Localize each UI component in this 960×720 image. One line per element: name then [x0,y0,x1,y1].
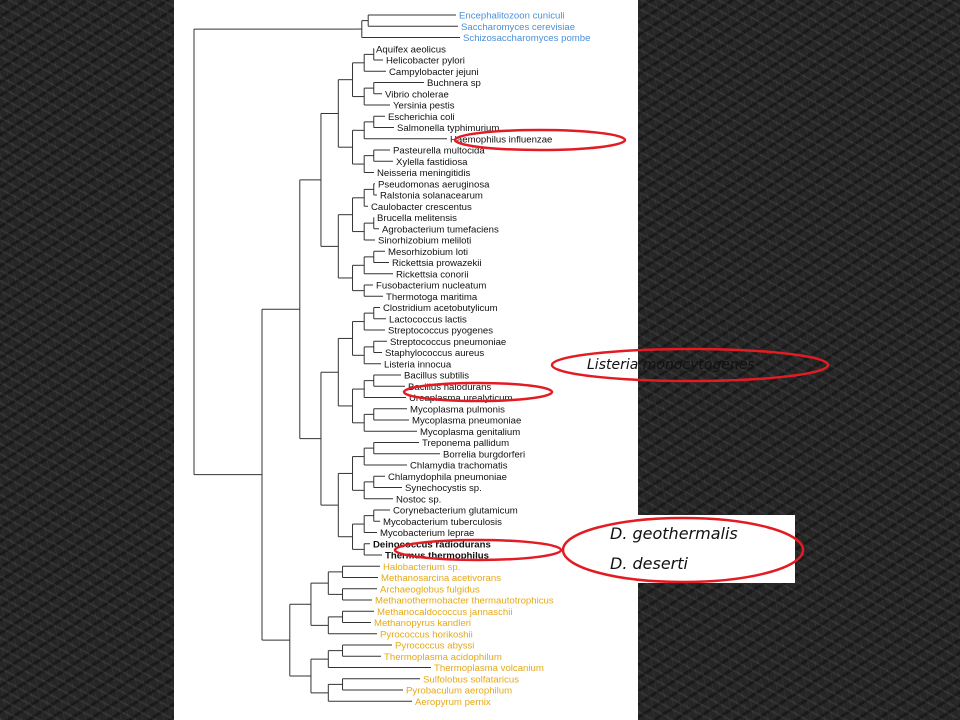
taxon-label: Lactococcus lactis [389,314,467,325]
taxon-label: Listeria innocua [384,359,452,370]
taxon-label: Chlamydia trachomatis [410,461,508,472]
taxon-label: Sulfolobus solfataricus [423,674,519,685]
taxon-label: Nostoc sp. [396,494,441,505]
taxon-label: Mycoplasma pulmonis [410,404,505,415]
taxon-label: Ralstonia solanacearum [380,191,483,202]
taxon-label: Haemophilus influenzae [450,134,552,145]
taxon-label: Yersinia pestis [393,101,455,112]
taxon-label: Synechocystis sp. [405,483,482,494]
taxon-label: Mycobacterium leprae [380,528,474,539]
taxon-label: Methanopyrus kandleri [374,618,471,629]
tree-branches [193,14,460,702]
taxon-label: Methanocaldococcus jannaschii [377,607,512,618]
taxon-label: Brucella melitensis [377,213,457,224]
taxon-label: Rickettsia prowazekii [392,258,482,269]
taxon-label: Xylella fastidiosa [396,157,468,168]
taxon-label: Pyrococcus abyssi [395,641,474,652]
taxon-label: Mycoplasma pneumoniae [412,416,521,427]
taxon-label: Buchnera sp [427,78,481,89]
taxon-label: Thermoplasma acidophilum [384,652,502,663]
taxon-label: Encephalitozoon cuniculi [459,11,565,22]
taxon-label: Aeropyrum pernix [415,697,491,708]
taxon-label: Mesorhizobium loti [388,247,468,258]
taxon-label: Corynebacterium glutamicum [393,506,518,517]
taxon-label: Salmonella typhimurium [397,123,499,134]
listeria-callout-label: Listeria monocytogenes [587,357,755,373]
taxon-label: Thermotoga maritima [386,292,478,303]
taxon-label: Methanosarcina acetivorans [381,573,501,584]
taxon-label: Pyrococcus horikoshii [380,629,473,640]
callout-species-2: D. deserti [610,554,688,573]
taxon-label: Streptococcus pyogenes [388,326,493,337]
callout-species-1: D. geothermalis [610,524,738,543]
taxon-label: Pasteurella multocida [393,146,485,157]
taxon-label: Halobacterium sp. [383,562,460,573]
taxon-label: Pyrobaculum aerophilum [406,686,512,697]
deinococcus-callout-box: D. geothermalis D. deserti [597,515,795,583]
taxon-label: Thermoplasma volcanium [434,663,544,674]
taxon-label: Clostridium acetobutylicum [383,303,498,314]
taxon-label: Methanothermobacter thermautotrophicus [375,596,554,607]
taxon-label: Bacillus halodurans [408,382,491,393]
taxon-label: Streptococcus pneumoniae [390,337,506,348]
taxon-label: Ureaplasma urealyticum [409,393,512,404]
taxon-label: Bacillus subtilis [404,371,469,382]
taxon-label: Treponema pallidum [422,438,509,449]
taxon-label: Fusobacterium nucleatum [376,281,486,292]
taxon-label: Deinococcus radiodurans [373,539,491,550]
taxon-label: Vibrio cholerae [385,89,449,100]
taxon-label: Archaeoglobus fulgidus [380,584,480,595]
taxon-label: Mycobacterium tuberculosis [383,517,502,528]
taxon-label: Caulobacter crescentus [371,202,472,213]
taxon-label: Rickettsia conorii [396,269,469,280]
taxon-label: Saccharomyces cerevisiae [461,22,575,33]
taxon-label: Aquifex aeolicus [376,44,446,55]
taxon-label: Escherichia coli [388,112,455,123]
taxon-label: Sinorhizobium meliloti [378,236,471,247]
taxon-label: Schizosaccharomyces pombe [463,33,590,44]
taxon-label: Borrelia burgdorferi [443,449,525,460]
taxon-label: Chlamydophila pneumoniae [388,472,507,483]
taxon-label: Mycoplasma genitalium [420,427,520,438]
taxon-label: Neisseria meningitidis [377,168,471,179]
taxon-label: Campylobacter jejuni [389,67,479,78]
taxon-label: Pseudomonas aeruginosa [378,179,490,190]
taxon-label: Helicobacter pylori [386,56,465,67]
taxon-label: Staphylococcus aureus [385,348,484,359]
taxon-label: Agrobacterium tumefaciens [382,224,499,235]
taxon-label: Thermus thermophilus [385,551,489,562]
